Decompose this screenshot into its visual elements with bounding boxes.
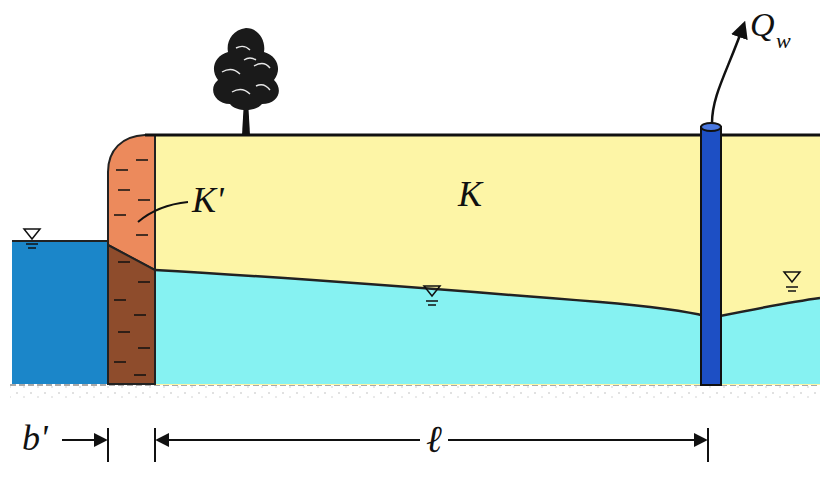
dimension-label: ℓ <box>420 420 448 458</box>
clay-saturated <box>108 245 155 384</box>
dimension-label: b' <box>22 420 48 456</box>
conductivity-label: K <box>458 176 482 212</box>
leader-line <box>138 202 188 222</box>
water-table-symbol <box>424 286 440 296</box>
subscript-label: w <box>776 30 791 52</box>
clay-hatching <box>114 160 150 375</box>
water-level-symbol <box>24 229 40 239</box>
water-table-symbol <box>784 272 800 282</box>
lake-surface <box>12 240 108 242</box>
tree <box>213 28 279 135</box>
conductivity-label: K' <box>192 182 224 218</box>
dimension-lines <box>62 428 708 462</box>
pumping-well <box>701 123 721 385</box>
discharge-arrow <box>712 24 744 123</box>
lake <box>12 241 108 384</box>
bedrock <box>10 385 820 399</box>
discharge-label: Q <box>750 8 775 42</box>
